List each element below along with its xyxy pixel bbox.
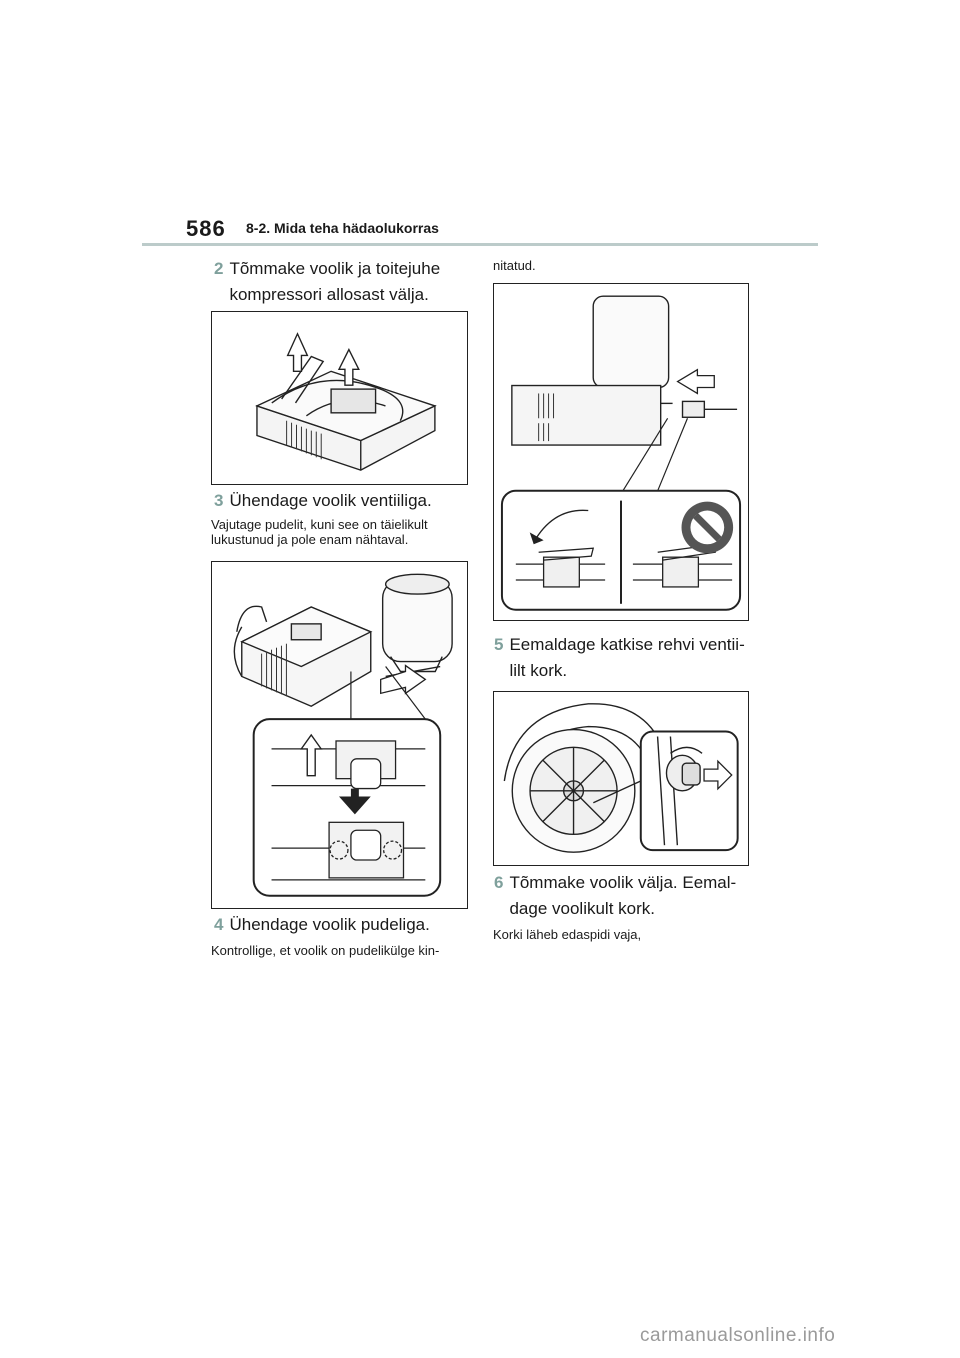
note-step-3: Vajutage pudelit, kuni see on täielikult…	[211, 517, 481, 547]
step-number: 2	[214, 259, 224, 278]
note-line: lukustunud ja pole enam nähtaval.	[211, 532, 409, 547]
hose-connection-illustration	[500, 295, 742, 611]
step-text-line: kompressori allosast välja.	[229, 285, 429, 304]
step-text-line: Tõmmake voolik välja. Eemal-	[509, 873, 737, 892]
step-text-line: Tõmmake voolik ja toitejuhe	[229, 259, 441, 278]
compressor-illustration	[255, 332, 437, 471]
page-number: 586	[186, 216, 226, 241]
step-5: 5 Eemaldage katkise rehvi ventii-lilt kor…	[494, 632, 764, 684]
step-number: 5	[494, 635, 504, 654]
note-step-6: Korki läheb edaspidi vaja,	[493, 927, 642, 942]
section-title: 8-2. Mida teha hädaolukorras	[246, 220, 439, 236]
figure-hose-connection	[493, 283, 749, 621]
step-4: 4 Ühendage voolik pudeliga.	[214, 912, 484, 938]
step-6: 6 Tõmmake voolik välja. Eemal-dage voolik…	[494, 870, 764, 922]
step-number: 3	[214, 491, 224, 510]
note-continued: nitatud.	[493, 258, 536, 273]
step-text-line: lilt kork.	[509, 661, 568, 680]
valve-cap-illustration	[503, 703, 739, 853]
step-number: 4	[214, 915, 224, 934]
note-line: Vajutage pudelit, kuni see on täielikult	[211, 517, 428, 532]
step-3: 3 Ühendage voolik ventiiliga.	[214, 488, 484, 514]
figure-valve-cap	[493, 691, 749, 866]
step-text: Ühendage voolik ventiiliga.	[229, 491, 432, 510]
figure-compressor-hose	[211, 311, 468, 485]
bottle-valve-illustration	[233, 573, 453, 897]
step-text-line: dage voolikult kork.	[509, 899, 655, 918]
step-number: 6	[494, 873, 504, 892]
watermark: carmanualsonline.info	[640, 1325, 836, 1346]
step-2: 2 Tõmmake voolik ja toitejuhe kompressori …	[214, 256, 484, 308]
note-step-4: Kontrollige, et voolik on pudelikülge ki…	[211, 943, 440, 958]
step-text: Ühendage voolik pudeliga.	[229, 915, 430, 934]
step-text-line: Eemaldage katkise rehvi ventii-	[509, 635, 745, 654]
figure-bottle-valve	[211, 561, 468, 909]
header-rule	[142, 243, 818, 246]
